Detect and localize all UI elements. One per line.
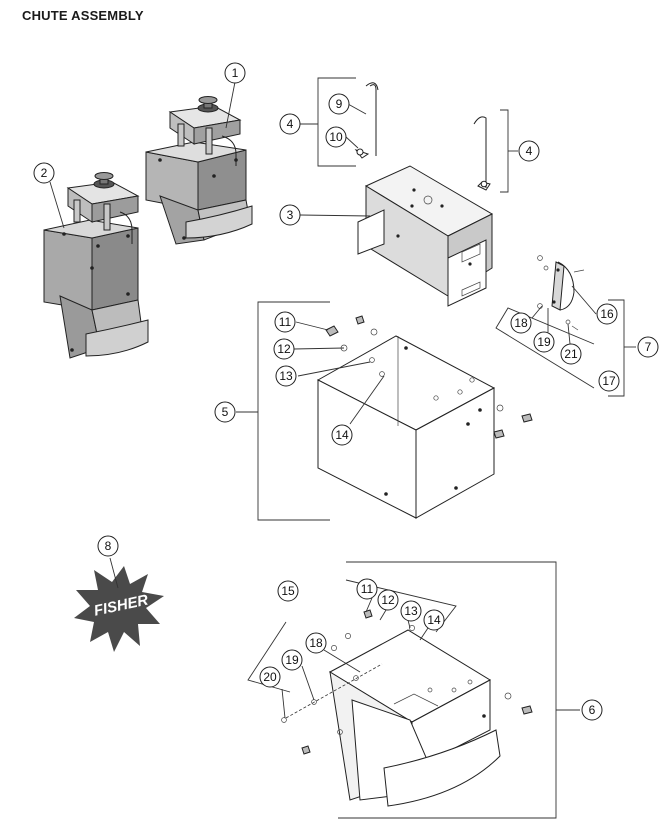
svg-text:18: 18 bbox=[514, 316, 528, 330]
svg-text:18: 18 bbox=[309, 636, 323, 650]
callout-5: 5 bbox=[214, 401, 236, 423]
svg-text:10: 10 bbox=[329, 130, 343, 144]
callout-1: 1 bbox=[224, 62, 246, 84]
callout-15: 15 bbox=[277, 580, 299, 602]
callout-4-left: 4 bbox=[279, 113, 301, 135]
hopper-box bbox=[257, 301, 533, 521]
callout-14-lower: 14 bbox=[423, 609, 445, 631]
svg-text:7: 7 bbox=[645, 340, 652, 354]
svg-text:12: 12 bbox=[277, 342, 291, 356]
svg-text:5: 5 bbox=[222, 405, 229, 419]
handle-kit bbox=[495, 255, 625, 397]
fisher-logo: FISHER bbox=[74, 566, 164, 652]
svg-text:1: 1 bbox=[232, 66, 239, 80]
callout-13-lower: 13 bbox=[400, 600, 422, 622]
svg-text:16: 16 bbox=[600, 307, 614, 321]
callout-18-upper: 18 bbox=[510, 312, 532, 334]
callout-6: 6 bbox=[581, 699, 603, 721]
chute-assembly-large bbox=[43, 172, 149, 359]
callout-4-right: 4 bbox=[518, 140, 540, 162]
svg-text:13: 13 bbox=[279, 369, 293, 383]
svg-text:15: 15 bbox=[281, 584, 295, 598]
svg-text:2: 2 bbox=[41, 166, 48, 180]
svg-text:9: 9 bbox=[336, 97, 343, 111]
svg-text:13: 13 bbox=[404, 604, 418, 618]
leader-lines bbox=[49, 81, 636, 719]
callout-16: 16 bbox=[596, 303, 618, 325]
svg-text:11: 11 bbox=[361, 582, 374, 596]
svg-text:20: 20 bbox=[263, 670, 277, 684]
callout-3: 3 bbox=[279, 204, 301, 226]
callout-7: 7 bbox=[637, 336, 659, 358]
svg-text:14: 14 bbox=[427, 613, 441, 627]
callout-12-upper: 12 bbox=[273, 338, 295, 360]
svg-text:17: 17 bbox=[602, 374, 616, 388]
svg-text:4: 4 bbox=[526, 144, 533, 158]
svg-text:12: 12 bbox=[381, 593, 395, 607]
callout-19-upper: 19 bbox=[533, 331, 555, 353]
svg-text:11: 11 bbox=[279, 315, 292, 329]
chute-assembly-standard bbox=[145, 96, 253, 245]
callout-11-lower: 11 bbox=[356, 578, 378, 600]
callout-20: 20 bbox=[259, 666, 281, 688]
svg-text:4: 4 bbox=[287, 117, 294, 131]
svg-text:14: 14 bbox=[335, 428, 349, 442]
callout-2: 2 bbox=[33, 162, 55, 184]
svg-text:19: 19 bbox=[537, 335, 551, 349]
mounting-bracket bbox=[357, 165, 494, 307]
callout-10: 10 bbox=[325, 126, 347, 148]
callout-11-upper: 11 bbox=[274, 311, 296, 333]
callout-14-upper: 14 bbox=[331, 424, 353, 446]
callout-9: 9 bbox=[328, 93, 350, 115]
svg-text:8: 8 bbox=[105, 539, 112, 553]
callout-18-lower: 18 bbox=[305, 632, 327, 654]
svg-text:21: 21 bbox=[564, 347, 578, 361]
callout-21: 21 bbox=[560, 343, 582, 365]
svg-text:6: 6 bbox=[589, 703, 596, 717]
callout-8: 8 bbox=[97, 535, 119, 557]
page-title: CHUTE ASSEMBLY bbox=[22, 8, 144, 23]
callout-19-lower: 19 bbox=[281, 649, 303, 671]
callout-17: 17 bbox=[598, 370, 620, 392]
svg-text:19: 19 bbox=[285, 653, 299, 667]
callout-12-lower: 12 bbox=[377, 589, 399, 611]
callout-13-upper: 13 bbox=[275, 365, 297, 387]
svg-text:3: 3 bbox=[287, 208, 294, 222]
chute-assembly-exploded bbox=[247, 561, 557, 819]
